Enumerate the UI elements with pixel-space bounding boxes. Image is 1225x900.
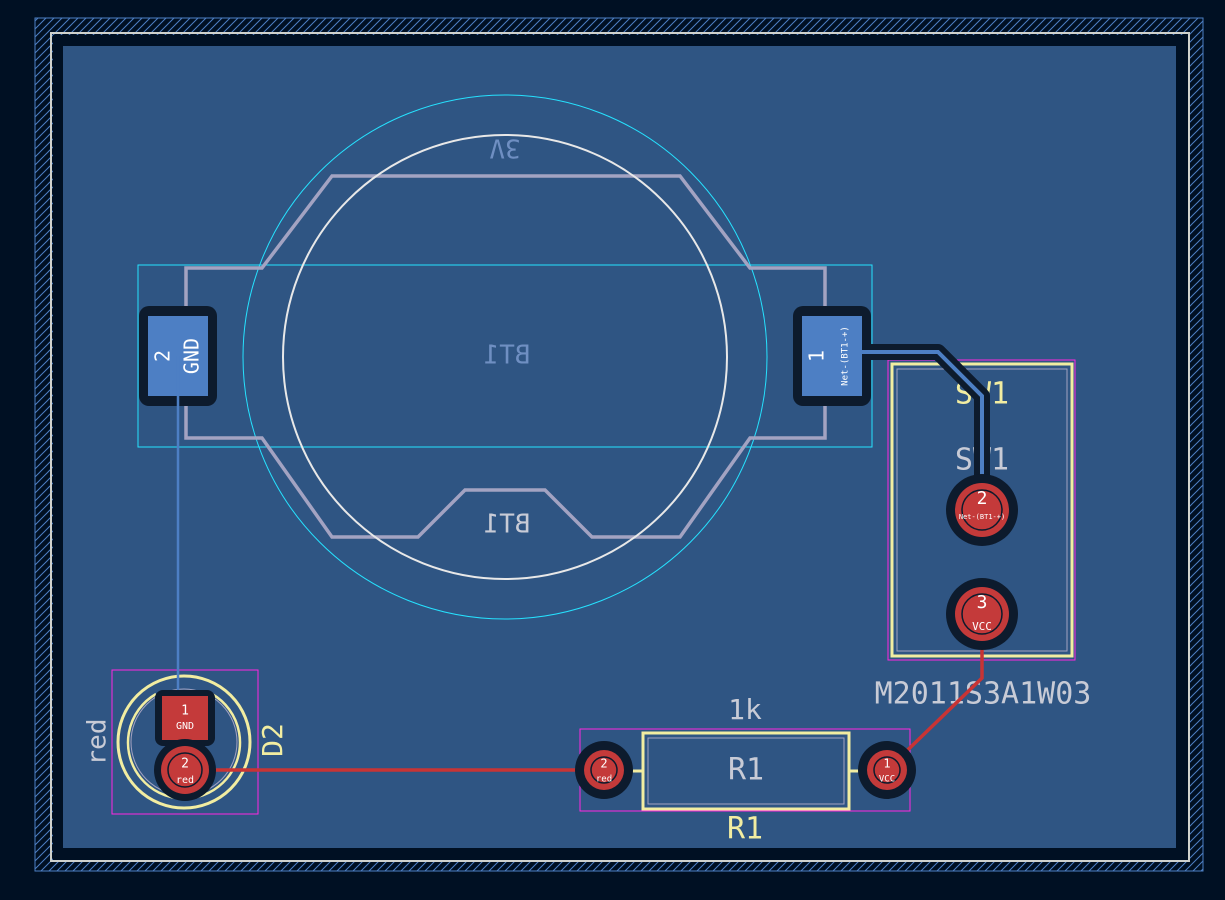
r1-pad-1-hole: [873, 756, 901, 784]
d2-courtyard: [111, 669, 259, 815]
r1-pad-1[interactable]: [867, 750, 907, 790]
sw1-value-label: M2011S3A1W03: [875, 677, 1092, 712]
d2-pad-1[interactable]: [162, 696, 208, 740]
r1-ref-fab: R1: [728, 753, 764, 788]
d2-pad-1-net: GND: [176, 721, 194, 732]
sw1-pad-2-hole: [961, 489, 1003, 531]
sw1-pad-2-net: Net-(BT1-+): [959, 513, 1005, 521]
bt1-pad-1-net: Net-(BT1-+): [841, 326, 851, 386]
sw1-pad-2-number: 2: [977, 488, 988, 509]
bt1-value-label: 3V: [489, 133, 520, 163]
d2-silk-outer: [116, 674, 252, 810]
board-edge-outline: [50, 32, 1190, 862]
d2-value-label: red: [83, 719, 113, 766]
r1-pad-2[interactable]: [584, 750, 624, 790]
r1-pad-1-net: VCC: [879, 775, 895, 785]
bt1-courtyard-circle: [242, 94, 768, 620]
r1-ref-silk: R1: [727, 812, 763, 847]
bt1-pad-2-number: 2: [151, 350, 175, 362]
d2-pad-1-number: 1: [181, 704, 189, 719]
bt1-pad-1[interactable]: [802, 316, 862, 396]
bt1-pad-1-number: 1: [805, 350, 829, 362]
r1-pad-2-number: 2: [600, 757, 607, 771]
bt1-ref-label-top: BT1: [484, 341, 531, 371]
sw1-pad-3-net: VCC: [972, 620, 992, 633]
bt1-ref-label-bottom: BT1: [484, 510, 531, 540]
sw1-pad-3-hole: [961, 593, 1003, 635]
d2-pad-2-hole: [167, 752, 203, 788]
r1-pad-1-number: 1: [883, 757, 890, 771]
r1-value-label: 1k: [728, 693, 762, 726]
sw1-pads[interactable]: 2 Net-(BT1-+) 3 VCC: [946, 474, 1018, 650]
d2-pad-2-net: red: [176, 775, 194, 786]
r1-pad-2-net: red: [596, 775, 612, 785]
r1-fab-body: [647, 737, 845, 805]
bt1-pad-2-net: GND: [180, 338, 204, 374]
footprint-r1[interactable]: 1k R1 R1: [579, 693, 911, 847]
d2-pads[interactable]: 1 GND 2 red: [154, 690, 216, 801]
d2-pad-2-number: 2: [181, 757, 189, 772]
sw1-pad-2[interactable]: [955, 483, 1009, 537]
sw1-pad-3[interactable]: [955, 587, 1009, 641]
track-bt1-sw1-fcu[interactable]: [862, 350, 984, 510]
fcu-tracks[interactable]: [176, 344, 990, 718]
r1-pad-2-hole: [590, 756, 618, 784]
sw1-pad-3-number: 3: [977, 592, 988, 613]
bt1-cell-outline: [282, 134, 728, 580]
r1-pads[interactable]: 2 red 1 VCC: [575, 741, 916, 799]
d2-ref-label: D2: [256, 723, 289, 757]
